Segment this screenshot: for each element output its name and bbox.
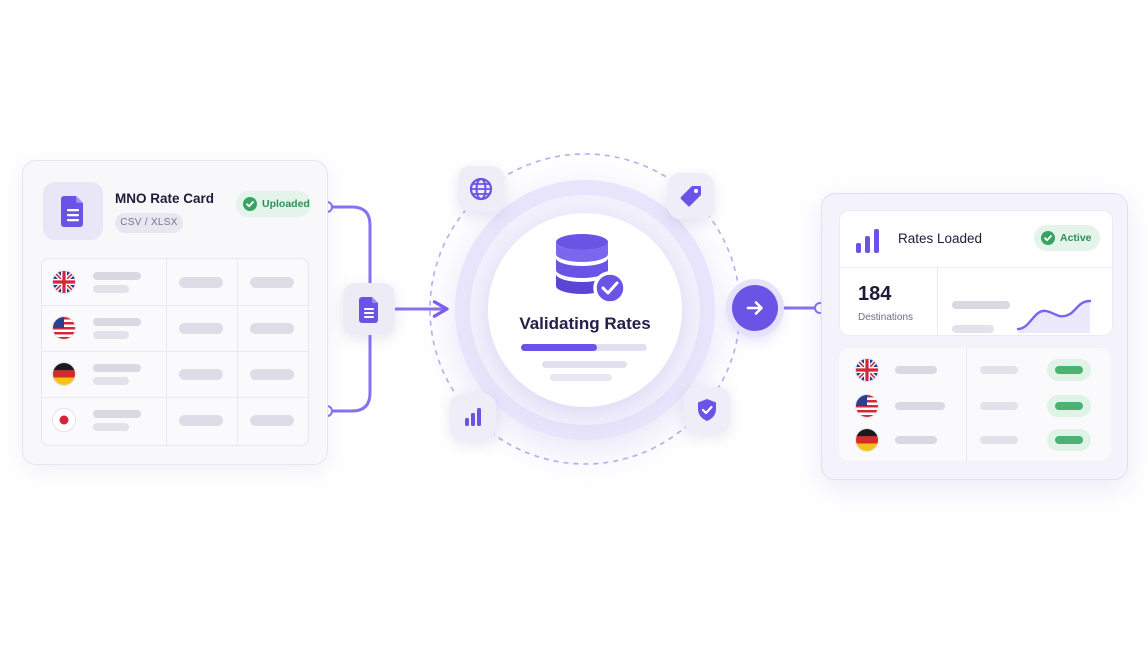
column-divider — [237, 259, 238, 445]
status-pill — [1047, 359, 1091, 381]
globe-tile — [458, 166, 504, 212]
placeholder-line — [980, 366, 1018, 374]
column-divider — [166, 259, 167, 445]
placeholder-pill — [250, 323, 294, 334]
placeholder-line — [93, 410, 141, 418]
shield-check-icon — [698, 399, 716, 421]
tag-tile — [668, 173, 714, 219]
document-icon — [61, 196, 83, 227]
analytics-tile — [450, 394, 496, 440]
card-title: Rates Loaded — [898, 231, 983, 246]
destinations-count: 184 — [858, 283, 892, 305]
placeholder-line — [980, 436, 1018, 444]
placeholder-line — [93, 331, 129, 339]
document-tile — [43, 182, 103, 240]
summary-panel: Rates Loaded Active 184 Destinations — [839, 210, 1113, 336]
uk-flag-icon — [53, 271, 75, 293]
destinations-list — [839, 348, 1111, 461]
globe-icon — [469, 177, 493, 201]
placeholder-line — [550, 374, 612, 381]
uk-flag-icon — [856, 359, 878, 381]
placeholder-line — [93, 318, 141, 326]
placeholder-pill — [250, 277, 294, 288]
placeholder-line — [980, 402, 1018, 410]
rates-loaded-card: Rates Loaded Active 184 Destinations — [821, 193, 1128, 480]
progress-fill — [521, 344, 597, 351]
file-format-badge: CSV / XLSX — [115, 213, 183, 233]
placeholder-line — [93, 377, 129, 385]
status-pill — [1047, 429, 1091, 451]
rate-card-source: MNO Rate Card CSV / XLSX Uploaded — [22, 160, 328, 465]
placeholder-pill — [250, 415, 294, 426]
document-icon — [359, 297, 378, 323]
database-check-icon — [556, 234, 627, 304]
table-row — [42, 259, 308, 306]
bar-chart-icon — [856, 229, 879, 253]
destinations-label: Destinations — [858, 312, 914, 323]
us-flag-icon — [856, 395, 878, 417]
placeholder-line — [93, 285, 129, 293]
check-circle-icon — [243, 197, 257, 211]
placeholder-pill — [179, 323, 223, 334]
bar-chart-icon — [465, 408, 481, 426]
security-tile — [684, 387, 730, 433]
card-title: MNO Rate Card — [115, 191, 215, 206]
tag-icon — [680, 186, 701, 207]
status-text: Uploaded — [262, 198, 310, 210]
germany-flag-icon — [856, 429, 878, 451]
table-row — [42, 397, 308, 443]
placeholder-line — [895, 402, 945, 410]
placeholder-line — [895, 436, 937, 444]
divider — [937, 268, 938, 335]
divider — [840, 267, 1112, 268]
us-flag-icon — [53, 317, 75, 339]
column-divider — [966, 348, 967, 461]
check-circle-icon — [1041, 231, 1055, 245]
active-status-badge: Active — [1034, 225, 1100, 251]
placeholder-pill — [179, 277, 223, 288]
placeholder-line — [93, 423, 129, 431]
status-text: Active — [1060, 232, 1092, 244]
proceed-button[interactable] — [732, 285, 778, 331]
placeholder-line — [542, 361, 627, 368]
table-row — [42, 305, 308, 352]
placeholder-pill — [179, 369, 223, 380]
placeholder-pill — [250, 369, 294, 380]
arrow-right-icon — [746, 301, 763, 315]
uploaded-status-badge: Uploaded — [236, 191, 311, 217]
validation-progress-bar — [521, 344, 647, 351]
placeholder-line — [93, 272, 141, 280]
trend-sparkline-icon — [1016, 299, 1092, 333]
table-row — [42, 351, 308, 398]
status-pill — [1047, 395, 1091, 417]
placeholder-line — [93, 364, 141, 372]
germany-flag-icon — [53, 363, 75, 385]
process-title: Validating Rates — [519, 314, 651, 333]
placeholder-line — [952, 301, 1010, 309]
placeholder-line — [952, 325, 994, 333]
japan-flag-icon — [53, 409, 75, 431]
file-transfer-tile — [343, 283, 395, 335]
placeholder-pill — [179, 415, 223, 426]
placeholder-line — [895, 366, 937, 374]
rate-table — [41, 258, 309, 446]
